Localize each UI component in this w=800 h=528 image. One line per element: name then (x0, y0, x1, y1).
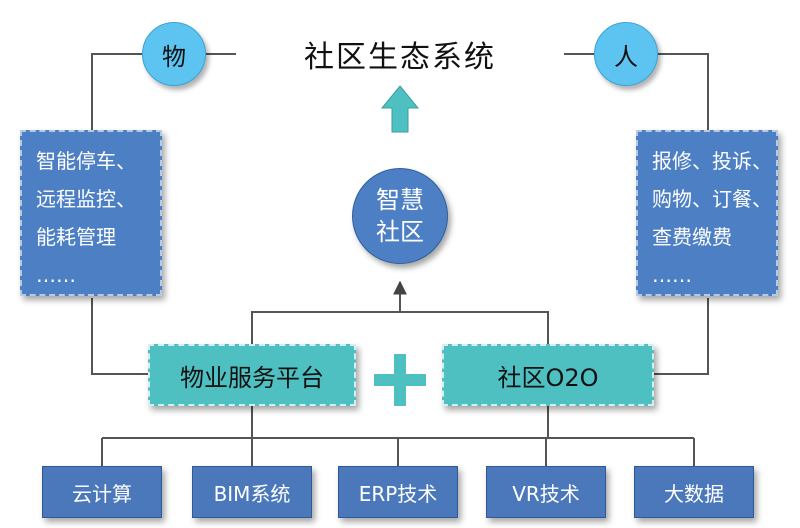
up-arrow-icon (380, 85, 420, 133)
property-service-platform: 物业服务平台 (148, 344, 356, 406)
people-panel: 报修、投诉、 购物、订餐、 查费缴费 …… (636, 130, 778, 296)
tech-box: 大数据 (634, 466, 754, 518)
people-item: 报修、投诉、 (652, 149, 772, 173)
tech-box: 云计算 (42, 466, 162, 518)
plus-icon (374, 354, 426, 406)
hub-line-1: 智慧 (376, 186, 424, 214)
tech-box: BIM系统 (192, 466, 312, 518)
hub-line-2: 社区 (376, 218, 424, 246)
things-item: …… (36, 263, 76, 287)
things-item: 能耗管理 (36, 225, 116, 249)
things-item: 远程监控、 (36, 187, 136, 211)
node-people-label: 人 (614, 42, 638, 71)
tech-box: ERP技术 (338, 466, 458, 518)
node-people: 人 (594, 22, 658, 86)
community-o2o-platform: 社区O2O (442, 344, 654, 406)
things-panel: 智能停车、 远程监控、 能耗管理 …… (20, 130, 162, 296)
page-title: 社区生态系统 (304, 40, 496, 75)
people-item: …… (652, 263, 692, 287)
things-item: 智能停车、 (36, 149, 136, 173)
node-things: 物 (142, 22, 206, 86)
node-things-label: 物 (162, 42, 186, 71)
people-item: 购物、订餐、 (652, 187, 772, 211)
tech-box: VR技术 (486, 466, 606, 518)
smart-community-hub: 智慧 社区 (352, 168, 448, 264)
people-item: 查费缴费 (652, 225, 732, 249)
